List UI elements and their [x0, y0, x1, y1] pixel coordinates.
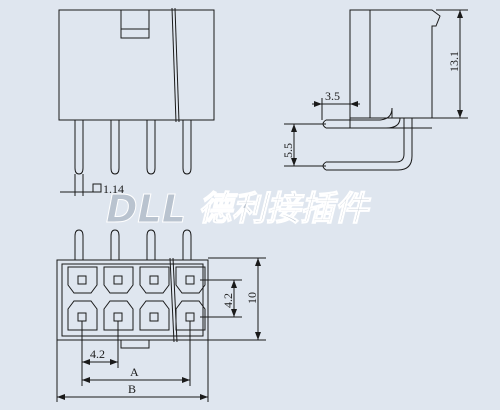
top-front-view: [58, 7, 215, 196]
pin-square-label: 1.14: [103, 182, 124, 196]
break-line-2: [174, 7, 180, 123]
pin: [182, 120, 192, 175]
watermark-chinese: 德利接插件: [198, 189, 372, 229]
cavity: [139, 266, 170, 294]
pin-square: [113, 312, 123, 322]
break-line-1: [169, 257, 175, 343]
pin: [110, 120, 120, 175]
pin-square-symbol: [92, 183, 102, 193]
break-line-1: [171, 7, 177, 123]
front-a-label: A: [130, 365, 139, 379]
pin-square: [77, 275, 87, 285]
front-vpitch-label: 4.2: [221, 293, 235, 308]
arrowhead: [314, 101, 322, 107]
pin-square: [149, 312, 159, 322]
front-b-label: B: [128, 382, 136, 396]
housing-inner: [61, 263, 204, 337]
arrowhead: [182, 377, 190, 383]
lower-bent-pin: [326, 118, 413, 171]
arrowhead: [57, 394, 65, 400]
arrowhead: [291, 158, 297, 166]
cavity: [103, 266, 134, 294]
watermark: DLL 德利接插件: [106, 187, 373, 232]
arrowhead: [291, 124, 297, 132]
cavity: [67, 266, 98, 294]
pin: [74, 229, 84, 260]
cavity: [67, 300, 98, 331]
pin-squares: [77, 275, 195, 322]
bottom-pin-view: [56, 229, 266, 402]
cavity-top-row: [67, 266, 206, 294]
side-pitch-label: 5.5: [281, 143, 295, 158]
cavity: [175, 266, 206, 294]
arrowhead: [255, 332, 261, 340]
arrowhead: [200, 394, 208, 400]
cavity: [175, 300, 206, 331]
pin-square: [77, 312, 87, 322]
pin: [182, 229, 192, 260]
pin: [110, 229, 120, 260]
pin: [146, 229, 156, 260]
pin-square: [185, 275, 195, 285]
cavity-bottom-row: [67, 300, 206, 331]
pin: [146, 120, 156, 175]
arrowhead: [110, 359, 118, 365]
side-height-label: 13.1: [447, 51, 461, 72]
arrowhead: [82, 359, 90, 365]
watermark-brand: DLL: [106, 187, 186, 231]
pin-square: [113, 275, 123, 285]
pin-square: [149, 275, 159, 285]
arrowhead: [255, 258, 261, 266]
arrowhead: [350, 101, 358, 107]
latch-window: [120, 9, 150, 39]
pin-square: [185, 312, 195, 322]
arrowhead: [231, 309, 237, 317]
upper-bent-pin: [326, 107, 401, 129]
arrowhead: [457, 110, 463, 118]
front-hpitch-label: 4.2: [90, 347, 105, 361]
side-arrows: [291, 10, 463, 166]
top-pins: [74, 120, 192, 175]
bottom-latch: [120, 339, 150, 349]
cavity: [139, 300, 170, 331]
side-offset-label: 3.5: [325, 89, 340, 103]
arrowhead: [231, 280, 237, 288]
housing-body: [58, 9, 215, 121]
bottom-pins: [74, 229, 192, 260]
arrowhead: [82, 377, 90, 383]
bottom-arrows: [57, 258, 261, 400]
side-housing: [349, 9, 441, 119]
side-view: [284, 9, 468, 171]
pin: [74, 120, 84, 175]
front-height-label: 10: [245, 292, 259, 304]
cavity: [103, 300, 134, 331]
arrowhead: [457, 10, 463, 18]
